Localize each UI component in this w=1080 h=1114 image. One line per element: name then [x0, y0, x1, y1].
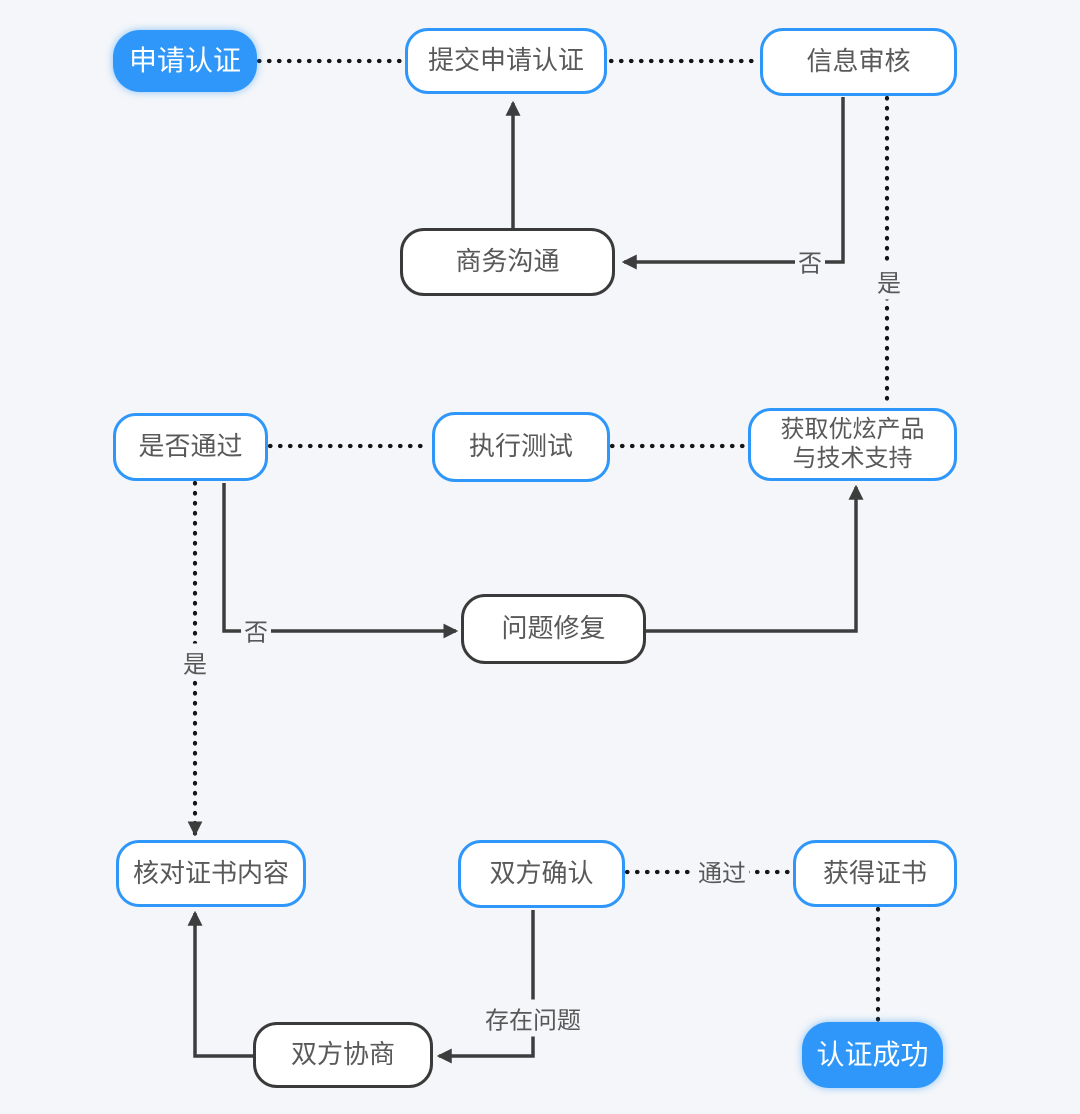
node-info-review: 信息审核 [760, 28, 957, 96]
node-get-certificate: 获得证书 [793, 840, 957, 907]
edge-passcheck-no-to-fix [222, 483, 459, 639]
node-get-certificate-label: 获得证书 [822, 857, 927, 888]
edge-confirm-problem-to-negotiate [436, 910, 535, 1064]
node-run-test-label: 执行测试 [468, 431, 573, 462]
edge-label-test-yes: 是 [180, 643, 210, 681]
edge-label-test-no: 否 [241, 611, 271, 649]
node-pass-check-label: 是否通过 [138, 431, 243, 462]
node-both-confirm: 双方确认 [458, 840, 625, 908]
node-negotiate-label: 双方协商 [290, 1039, 395, 1070]
node-apply-certification-label: 申请认证 [128, 45, 241, 77]
node-verify-certificate: 核对证书内容 [116, 840, 306, 907]
node-obtain-product-support-line2: 与技术支持 [792, 444, 913, 472]
node-obtain-product-support-line1: 获取优炫产品 [780, 415, 925, 443]
node-certification-success-label: 认证成功 [816, 1039, 929, 1071]
node-apply-certification: 申请认证 [113, 30, 257, 92]
node-verify-certificate-label: 核对证书内容 [132, 857, 289, 888]
node-run-test: 执行测试 [432, 412, 610, 482]
node-submit-application-label: 提交申请认证 [427, 45, 584, 76]
node-negotiate: 双方协商 [253, 1022, 433, 1088]
node-submit-application: 提交申请认证 [405, 28, 607, 94]
edge-label-confirm-problem: 存在问题 [482, 999, 584, 1037]
node-pass-check: 是否通过 [113, 413, 268, 481]
node-problem-fix-label: 问题修复 [501, 613, 606, 644]
edge-negotiate-to-verify [187, 910, 253, 1058]
node-both-confirm-label: 双方确认 [489, 858, 594, 889]
edge-label-confirm-pass: 通过 [695, 852, 749, 890]
node-info-review-label: 信息审核 [806, 46, 911, 77]
edge-label-review-yes: 是 [874, 262, 904, 300]
edge-label-review-no: 否 [795, 242, 825, 280]
node-business-communication: 商务沟通 [400, 228, 615, 296]
edge-fix-to-obtain [646, 484, 864, 633]
edge-review-no-to-business [621, 97, 845, 270]
node-obtain-product-support: 获取优炫产品 与技术支持 [748, 408, 957, 481]
node-problem-fix: 问题修复 [461, 594, 646, 664]
node-certification-success: 认证成功 [802, 1022, 943, 1088]
node-business-communication-label: 商务沟通 [455, 246, 560, 277]
